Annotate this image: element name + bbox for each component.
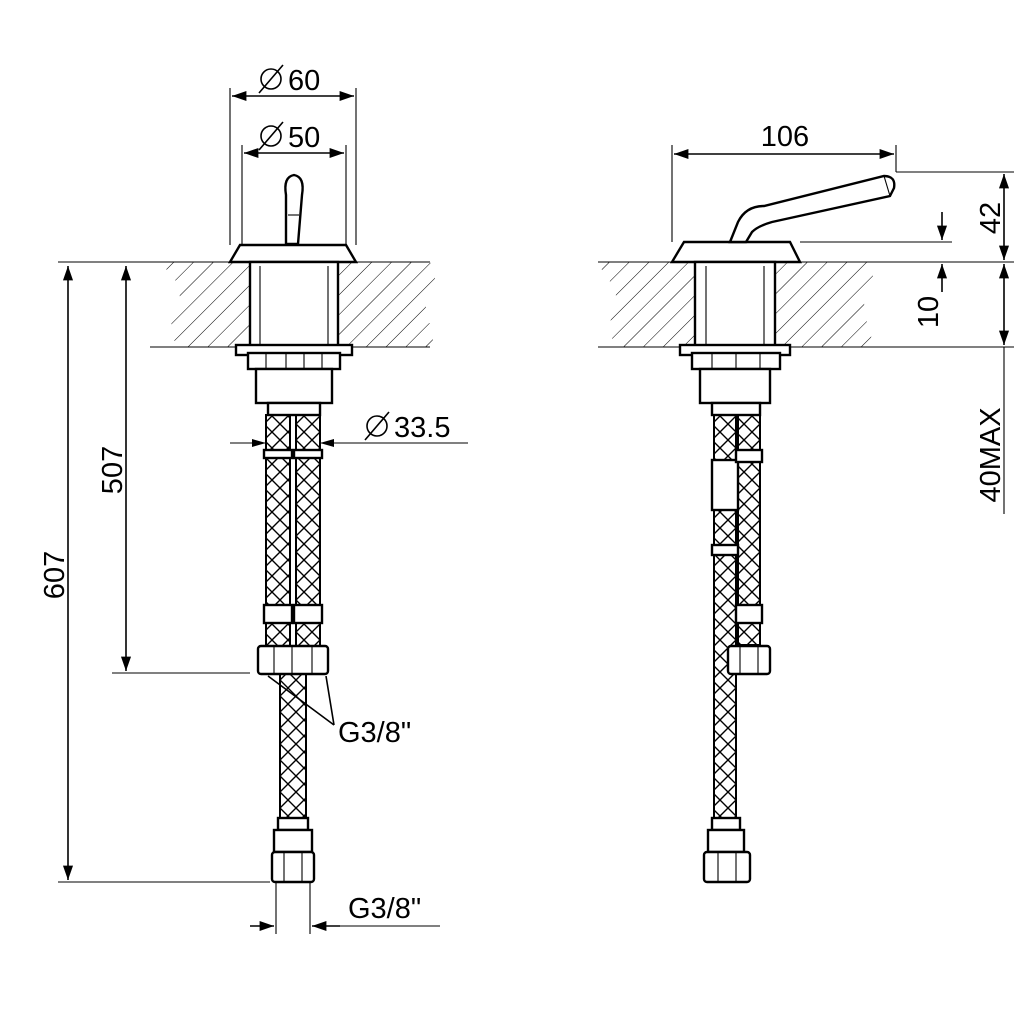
side-countertop-section [598,261,1014,348]
dim-reach-106: 106 [671,121,897,242]
dim-label-height-42: 42 [975,202,1007,234]
dim-label-deck-40max: 40MAX [975,407,1007,502]
front-hoses [256,414,330,884]
dim-diameter-60: 60 [229,64,357,245]
front-countertop-section [150,261,435,348]
side-view: 106 42 10 40MAX [598,121,1014,884]
dim-height-507: 507 [97,266,250,674]
dim-height-42: 42 [896,171,1014,260]
dim-diameter-33-5: 33.5 [230,411,468,447]
side-hoses [702,414,772,884]
callout-label-thread-bottom: G3/8" [348,893,421,925]
dim-deck-40max: 40MAX [975,264,1010,514]
dim-diameter-50: 50 [241,121,347,245]
dim-label-diameter-50: 50 [288,122,320,154]
dim-label-reach-106: 106 [761,121,809,153]
dim-label-height-607: 607 [39,551,71,599]
dim-height-607: 607 [39,261,270,883]
dim-label-height-10: 10 [913,296,945,328]
front-mixer-body [227,173,359,417]
dim-label-height-507: 507 [97,446,129,494]
dim-label-diameter-33-5: 33.5 [394,412,450,444]
callout-thread-bottom: G3/8" [250,882,440,934]
callout-label-thread-side: G3/8" [338,717,411,749]
dim-label-diameter-60: 60 [288,65,320,97]
front-view: 60 50 33.5 507 [39,64,468,934]
dim-height-10: 10 [800,212,952,328]
callout-thread-side: G3/8" [267,675,411,749]
